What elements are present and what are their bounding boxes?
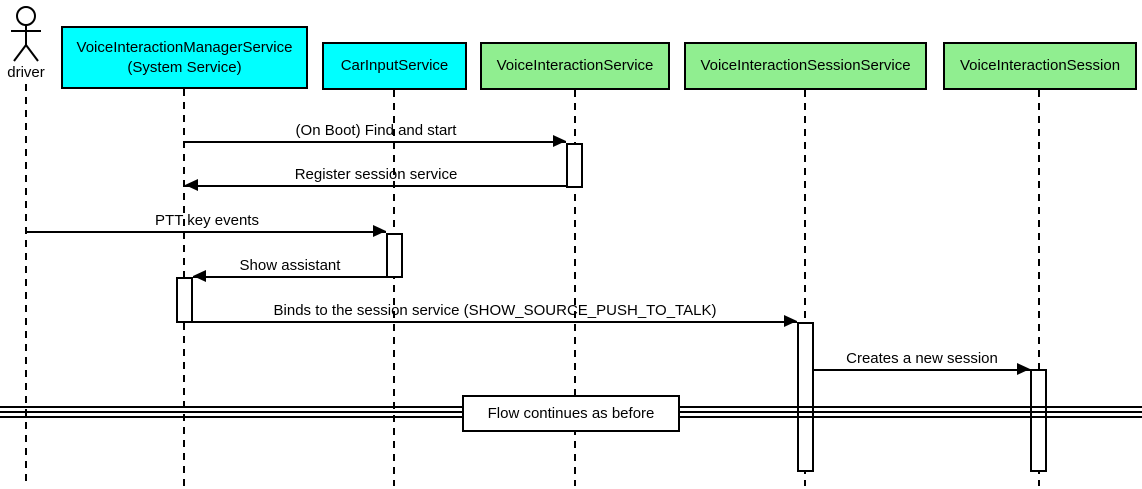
participant-voiceinteractionsessionservice: VoiceInteractionSessionService — [684, 42, 927, 90]
arrowhead-left-icon — [185, 179, 198, 191]
participant-name: VoiceInteractionManagerService — [76, 39, 293, 56]
activation-voiceinteractionmanagerservice — [176, 277, 193, 323]
message-line — [185, 141, 566, 143]
arrowhead-right-icon — [553, 135, 566, 147]
arrowhead-right-icon — [1017, 363, 1030, 375]
message-label: PTT key events — [155, 212, 259, 229]
participant-name: VoiceInteractionSession — [959, 57, 1121, 75]
lifeline-carinputservice — [393, 90, 395, 486]
lifeline-driver — [25, 84, 27, 486]
actor-icon — [11, 6, 41, 62]
arrowhead-right-icon — [373, 225, 386, 237]
message-line — [814, 369, 1030, 371]
participant-name: CarInputService — [340, 57, 449, 75]
arrowhead-left-icon — [193, 270, 206, 282]
participant-name: VoiceInteractionSessionService — [700, 57, 911, 75]
message-label: Creates a new session — [846, 350, 998, 367]
message-label: Binds to the session service (SHOW_SOURC… — [273, 302, 717, 319]
participant-subtitle: (System Service) — [127, 58, 242, 76]
divider-label-box: Flow continues as before — [462, 395, 680, 432]
message-label: Show assistant — [239, 257, 341, 274]
message-line — [193, 321, 797, 323]
message-label: (On Boot) Find and start — [295, 122, 457, 139]
lifeline-voiceinteractionservice — [574, 90, 576, 486]
message-line — [193, 276, 386, 278]
activation-voiceinteractionservice — [566, 143, 583, 188]
message-line — [26, 231, 386, 233]
activation-voiceinteractionsession — [1030, 369, 1047, 472]
lifeline-voiceinteractionsessionservice — [804, 90, 806, 486]
activation-carinputservice — [386, 233, 403, 278]
arrowhead-right-icon — [784, 315, 797, 327]
divider-label: Flow continues as before — [487, 405, 655, 422]
activation-voiceinteractionsessionservice — [797, 322, 814, 472]
participant-voiceinteractionmanagerservice: VoiceInteractionManagerService (System S… — [61, 26, 308, 89]
participant-voiceinteractionsession: VoiceInteractionSession — [943, 42, 1137, 90]
participant-voiceinteractionservice: VoiceInteractionService — [480, 42, 670, 90]
message-line — [185, 185, 566, 187]
participant-carinputservice: CarInputService — [322, 42, 467, 90]
lifeline-voiceinteractionsession — [1038, 90, 1040, 486]
message-label: Register session service — [294, 166, 458, 183]
actor-label: driver — [7, 64, 45, 81]
participant-name: VoiceInteractionService — [496, 57, 654, 75]
